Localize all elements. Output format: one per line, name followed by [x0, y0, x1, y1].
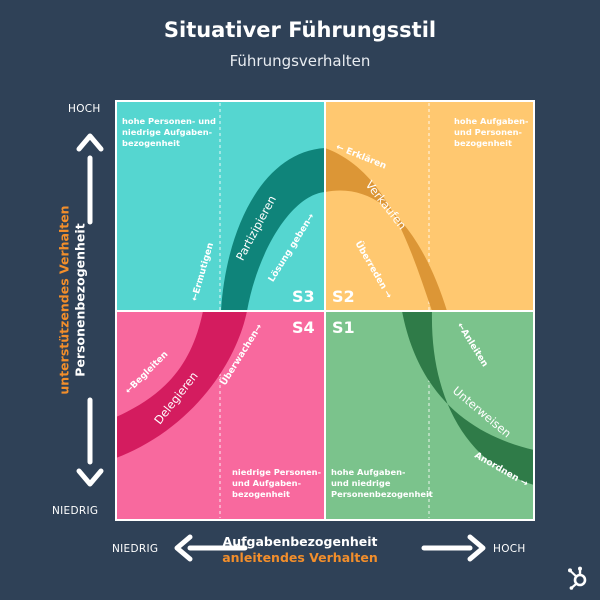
x-axis-title-sub: anleitendes Verhalten [222, 550, 378, 565]
quadrant-s2-note: hohe Aufgaben- und Personen- bezogenheit [454, 116, 528, 148]
note-line: hohe Aufgaben- [331, 467, 406, 477]
note-line: bezogenheit [454, 137, 512, 148]
note-line: Personenbezogenheit [331, 488, 433, 499]
quadrant-s4-note: niedrige Personen- und Aufgaben- bezogen… [232, 467, 321, 499]
quadrant-s2-id: S2 [332, 287, 355, 306]
hubspot-sprocket-icon [568, 566, 587, 590]
x-axis-title-main: Aufgabenbezogenheit [222, 534, 378, 549]
note-line: bezogenheit [232, 488, 290, 499]
arrow-up-icon [76, 133, 104, 152]
note-line: niedrige Aufgaben- [122, 126, 213, 137]
note-line: niedrige Personen- [232, 467, 322, 477]
band-delegieren [116, 311, 247, 458]
note-line: und niedrige [331, 477, 391, 488]
band-verkaufen [325, 148, 447, 311]
quadrant-s1-note: hohe Aufgaben- und niedrige Personenbezo… [331, 467, 433, 499]
x-axis-low-label: NIEDRIG [112, 543, 159, 555]
y-axis-title-sub: unterstützendes Verhalten [56, 205, 72, 395]
arrow-down-icon [76, 468, 104, 487]
x-axis-high-label: HOCH [493, 543, 526, 555]
quadrant-s4-id: S4 [292, 318, 315, 337]
quadrant-s1-id: S1 [332, 318, 355, 337]
x-axis-title: Aufgabenbezogenheit anleitendes Verhalte… [200, 534, 400, 565]
y-axis-title-main: Personenbezogenheit [72, 223, 88, 377]
y-axis-title: unterstützendes Verhalten Personenbezoge… [57, 190, 88, 410]
page-subtitle: Führungsverhalten [229, 52, 371, 70]
band-partizipieren [221, 148, 325, 311]
arrow-left-icon [174, 534, 193, 562]
arrow-right-icon [467, 534, 486, 562]
y-axis-high-label: HOCH [68, 103, 101, 115]
quadrant-s3-id: S3 [292, 287, 315, 306]
note-line: hohe Personen- und [122, 116, 216, 126]
y-axis-low-label: NIEDRIG [52, 505, 99, 517]
note-line: und Personen- [454, 126, 522, 137]
page-title: Situativer Führungsstil [163, 18, 437, 42]
band-unterweisen [402, 311, 534, 485]
note-line: und Aufgaben- [232, 477, 302, 488]
note-line: bezogenheit [122, 137, 180, 148]
note-line: hohe Aufgaben- [454, 116, 529, 126]
quadrant-s3-note: hohe Personen- und niedrige Aufgaben- be… [122, 116, 216, 148]
